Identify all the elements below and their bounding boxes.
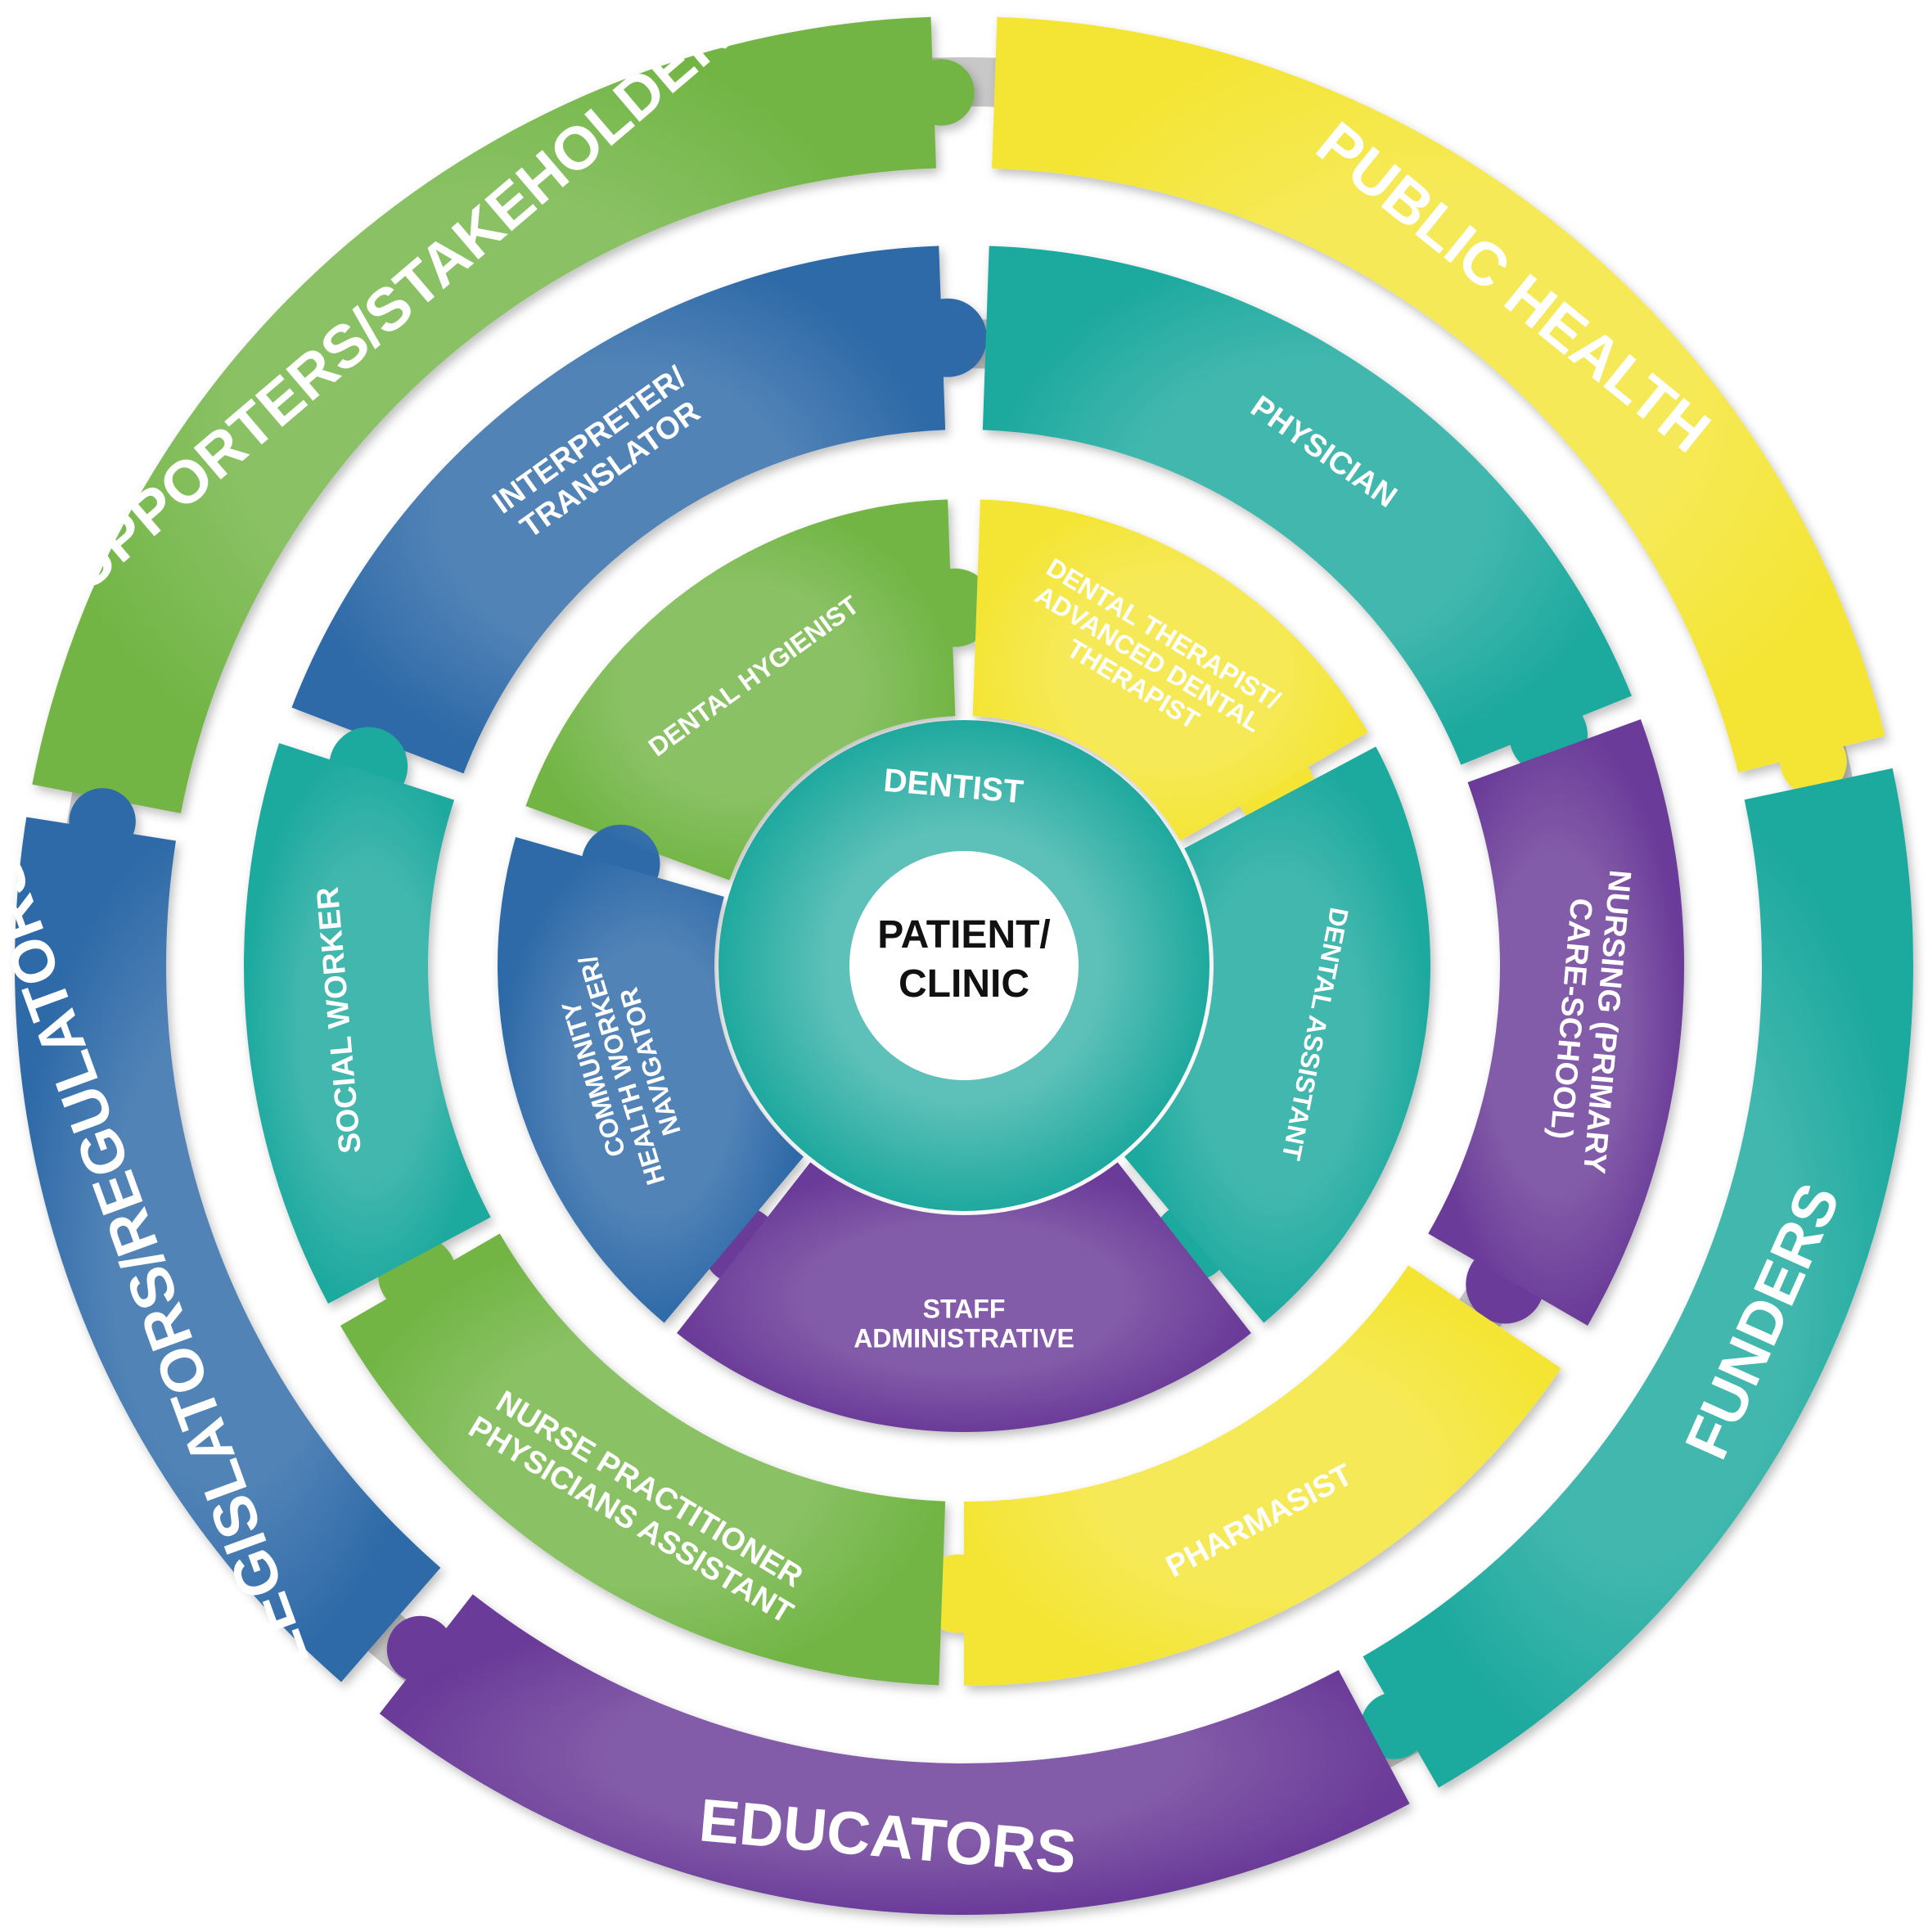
public-health-highlight	[992, 16, 1885, 773]
dental-therapist-highlight	[972, 499, 1368, 841]
interpreter-translator-highlight	[291, 245, 946, 774]
pharmasist-highlight	[964, 1265, 1561, 1686]
funders-highlight	[1363, 768, 1913, 1788]
administrative-staff-label-line: STAFF	[923, 1295, 1006, 1324]
center-label-line2: CLINIC	[899, 962, 1029, 1006]
administrative-staff-label-line: ADMINISTRATIVE	[854, 1324, 1074, 1353]
nursing-highlight	[1428, 719, 1684, 1326]
patient-clinic-center	[849, 851, 1079, 1080]
community-health-worker-highlight	[497, 836, 804, 1323]
supporters-stakeholders-highlight	[32, 16, 936, 813]
administrative-staff-highlight	[677, 1162, 1251, 1433]
center-label-line1: PATIENT/	[877, 913, 1051, 957]
physicians-assistant-highlight	[340, 1233, 946, 1686]
physician-highlight	[982, 245, 1632, 765]
social-worker-highlight	[244, 743, 491, 1304]
dental-assistant-highlight	[1124, 746, 1431, 1323]
educators-highlight	[379, 1594, 1410, 1915]
dental-hygienist-highlight	[525, 499, 956, 880]
legislators-regulators-highlight	[14, 817, 441, 1682]
